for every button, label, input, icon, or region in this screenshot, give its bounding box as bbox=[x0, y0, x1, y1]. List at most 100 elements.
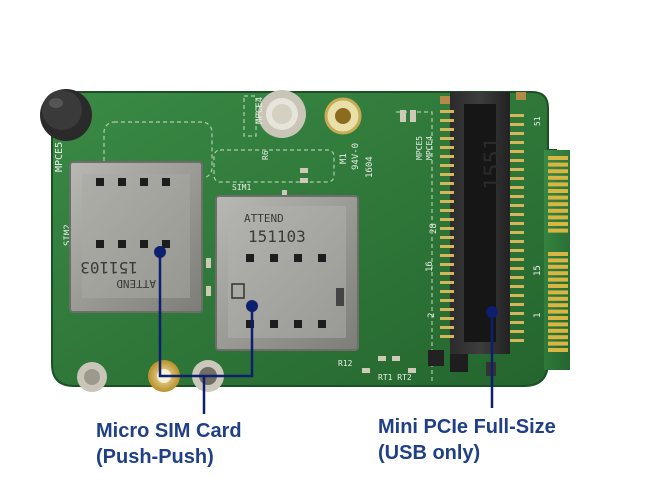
mini-pcie-caption: Mini PCIe Full-Size (USB only) bbox=[378, 414, 556, 466]
socket-pin bbox=[510, 240, 524, 243]
svg-text:151103: 151103 bbox=[248, 227, 306, 246]
gold-finger bbox=[548, 258, 568, 263]
edge-connector-upper bbox=[548, 156, 568, 233]
callout-dot-pcie bbox=[486, 306, 498, 318]
socket-pin bbox=[510, 267, 524, 270]
socket-pin bbox=[510, 321, 524, 324]
svg-text:2: 2 bbox=[427, 313, 437, 318]
socket-pin bbox=[440, 263, 454, 266]
socket-pin bbox=[440, 290, 454, 293]
gold-finger bbox=[548, 175, 568, 180]
svg-text:1551: 1551 bbox=[481, 137, 506, 190]
gold-finger bbox=[548, 284, 568, 288]
svg-text:MPCE4: MPCE4 bbox=[255, 97, 265, 124]
gold-finger bbox=[548, 182, 568, 187]
sim-contact bbox=[246, 320, 254, 328]
socket-pin bbox=[510, 222, 524, 225]
socket-pin bbox=[510, 204, 524, 207]
socket-pin bbox=[510, 276, 524, 279]
socket-pin bbox=[440, 164, 454, 167]
gold-finger bbox=[548, 252, 568, 256]
gold-finger bbox=[548, 309, 568, 314]
svg-text:28: 28 bbox=[429, 223, 439, 234]
socket-pin bbox=[510, 249, 524, 252]
svg-text:1604: 1604 bbox=[365, 156, 375, 178]
sim-contact bbox=[140, 178, 148, 186]
capacitor bbox=[40, 89, 92, 141]
sim1-holder: ATTEND 151103 bbox=[215, 195, 359, 351]
socket-pin bbox=[510, 168, 524, 171]
gold-finger bbox=[548, 264, 568, 269]
svg-text:R12: R12 bbox=[338, 359, 353, 368]
socket-pin bbox=[440, 128, 454, 131]
socket-pin bbox=[440, 200, 454, 203]
gold-finger bbox=[548, 290, 568, 295]
socket-pin bbox=[440, 173, 454, 176]
silkscreen-text: MPCE5 MPCE4 SIM2 SIM1 R6 M1 94V-0 1604 M… bbox=[54, 97, 543, 382]
smd-components bbox=[206, 92, 526, 376]
sim-contact bbox=[318, 320, 326, 328]
socket-pin bbox=[440, 335, 454, 338]
socket-pin bbox=[440, 182, 454, 185]
socket-pin bbox=[440, 146, 454, 149]
gold-finger bbox=[548, 277, 568, 282]
gold-finger bbox=[548, 296, 568, 301]
socket-pin bbox=[440, 281, 454, 284]
svg-text:MPCE4: MPCE4 bbox=[425, 136, 434, 160]
gold-finger bbox=[548, 169, 568, 174]
sim-contact bbox=[118, 178, 126, 186]
svg-text:MPCE5: MPCE5 bbox=[54, 142, 65, 172]
gold-finger bbox=[548, 208, 568, 213]
gold-finger bbox=[548, 322, 568, 327]
sim-contact bbox=[246, 254, 254, 262]
socket-pin bbox=[440, 209, 454, 212]
socket-pin bbox=[440, 254, 454, 257]
mounting-hole-top bbox=[258, 90, 306, 138]
socket-pin bbox=[440, 326, 454, 329]
gold-finger bbox=[548, 202, 568, 207]
svg-text:94V-0: 94V-0 bbox=[351, 143, 361, 170]
socket-pin bbox=[510, 330, 524, 333]
gold-finger bbox=[548, 189, 568, 193]
gold-finger bbox=[548, 271, 568, 276]
socket-pin bbox=[440, 110, 454, 113]
callout-dot-sim1 bbox=[246, 300, 258, 312]
sim-contact bbox=[294, 320, 302, 328]
svg-text:15: 15 bbox=[533, 265, 543, 276]
mini-pcie-caption-line2: (USB only) bbox=[378, 442, 481, 464]
edge-connector-lower bbox=[548, 252, 568, 352]
socket-pin bbox=[440, 137, 454, 140]
sim-contact bbox=[118, 240, 126, 248]
svg-text:ATTEND: ATTEND bbox=[116, 277, 156, 290]
sim2-holder: 151103 ATTEND bbox=[69, 161, 203, 313]
gold-finger bbox=[548, 156, 568, 160]
gold-finger bbox=[548, 195, 568, 200]
gold-finger bbox=[548, 316, 568, 320]
socket-pin bbox=[440, 245, 454, 248]
socket-pin bbox=[440, 308, 454, 311]
gold-finger bbox=[548, 222, 568, 226]
gold-finger bbox=[548, 348, 568, 352]
sim-contact bbox=[294, 254, 302, 262]
sim-contact bbox=[140, 240, 148, 248]
socket-pin bbox=[510, 303, 524, 306]
micro-sim-caption-line2: (Push-Push) bbox=[96, 446, 214, 468]
gold-finger bbox=[548, 162, 568, 167]
socket-pin bbox=[510, 258, 524, 261]
socket-pin bbox=[510, 177, 524, 180]
sim-contact bbox=[96, 240, 104, 248]
socket-pin bbox=[440, 317, 454, 320]
mini-pcie-socket: 1551 bbox=[440, 92, 524, 354]
socket-pin bbox=[510, 132, 524, 135]
svg-text:ATTEND: ATTEND bbox=[244, 212, 284, 225]
callout-dot-sim2 bbox=[154, 246, 166, 258]
svg-text:R6: R6 bbox=[261, 150, 270, 160]
svg-text:SIM1: SIM1 bbox=[232, 183, 251, 192]
callout-sim bbox=[158, 252, 254, 414]
socket-pin bbox=[510, 231, 524, 234]
socket-pin bbox=[510, 186, 524, 189]
svg-text:51: 51 bbox=[533, 116, 542, 126]
sim-contact bbox=[270, 320, 278, 328]
socket-pin bbox=[510, 195, 524, 198]
